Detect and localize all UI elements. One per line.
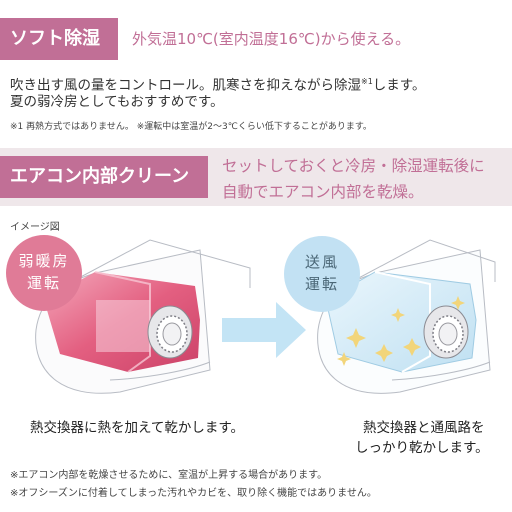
fan-bubble-line1: 送風 [304,253,339,271]
footnote-1: ※エアコン内部を乾燥させるために、室温が上昇する場合があります。 [10,470,328,481]
fan-bubble [284,236,360,312]
soft-dry-tag: ソフト除湿 [0,18,118,60]
footnote-2: ※オフシーズンに付着してしまった汚れやカビを、取り除く機能ではありません。 [10,488,377,499]
internal-clean-headline-line2: 自動でエアコン内部を乾燥。 [222,183,424,201]
right-caption-line1: 熱交換器と通風路を [363,420,485,436]
description-text: 吹き出す風の量をコントロール。肌寒さを抑えながら除湿 [10,77,361,94]
soft-dry-description-line2: 夏の弱冷房としてもおすすめです。 [10,94,224,110]
sparkle-icons [337,296,465,366]
internal-clean-tag: エアコン内部クリーン [0,156,208,198]
left-caption: 熱交換器に熱を加えて乾かします。 [30,420,244,436]
fan-bubble-text: 送風 運転 [284,251,360,295]
soft-dry-headline: 外気温10℃(室内温度16℃)から使える。 [132,30,411,48]
process-arrow [222,302,306,358]
heating-bubble-line2: 運転 [26,274,61,292]
footnote-mark: ※1 [361,77,373,86]
soft-dry-note: ※1 再熱方式ではありません。 ※運転中は室温が2～3℃くらい低下することがあり… [10,122,372,132]
heating-bubble-line1: 弱暖房 [18,252,70,270]
right-aircon-unit [317,239,496,394]
internal-clean-headline-line1: セットしておくと冷房・除湿運転後に [222,157,485,175]
description-text-end: します。 [372,77,426,94]
heating-bubble [6,235,82,311]
right-caption-line2: しっかり乾かします。 [355,440,489,456]
image-label: イメージ図 [10,222,60,233]
soft-dry-description-line1: 吹き出す風の量をコントロール。肌寒さを抑えながら除湿※1します。 [10,72,425,96]
fan-bubble-line2: 運転 [304,275,339,293]
heating-bubble-text: 弱暖房 運転 [6,250,82,294]
